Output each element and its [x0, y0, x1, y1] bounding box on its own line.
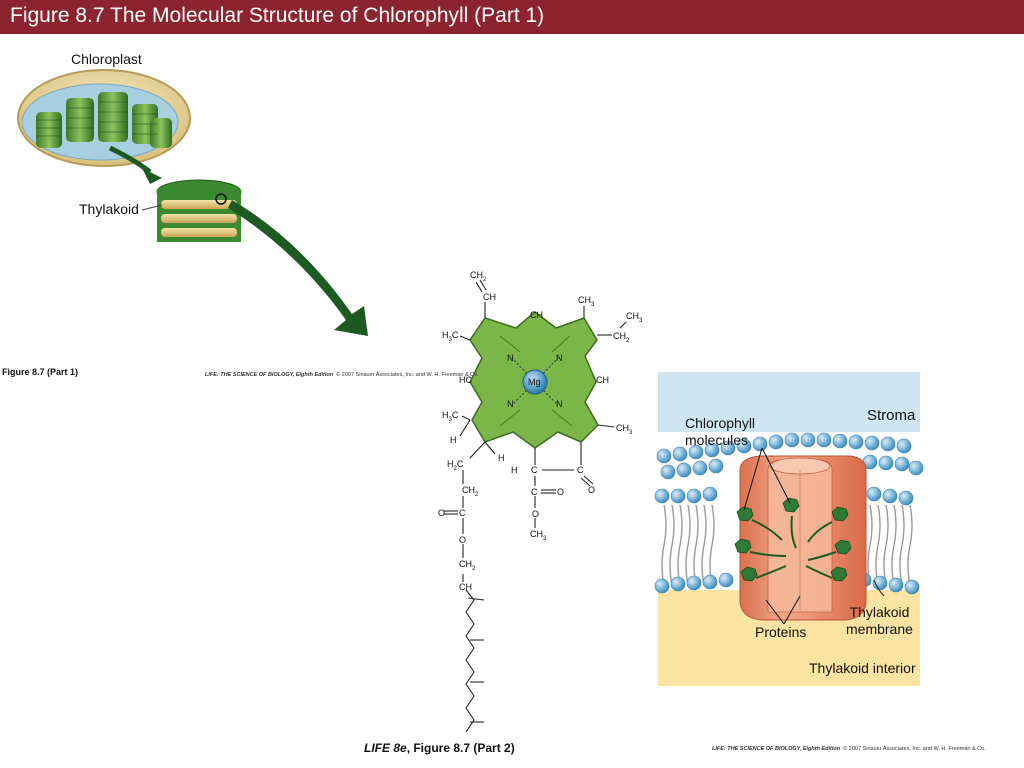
svg-text:HC: HC: [459, 375, 472, 385]
svg-text:C: C: [531, 487, 538, 497]
svg-text:N: N: [556, 399, 563, 409]
svg-text:CH3: CH3: [578, 295, 595, 308]
svg-text:H: H: [450, 435, 457, 445]
svg-text:N: N: [507, 353, 514, 363]
svg-text:O: O: [438, 508, 445, 518]
svg-text:CH2: CH2: [613, 331, 630, 344]
chlorophyll-tails: [749, 515, 837, 579]
lipid-tails: [661, 504, 913, 586]
svg-text:CH: CH: [530, 310, 543, 320]
svg-text:H: H: [511, 465, 518, 475]
svg-text:Mg: Mg: [528, 377, 541, 387]
chloroplast: [17, 69, 191, 167]
svg-text:CH2: CH2: [470, 270, 487, 283]
svg-text:CH: CH: [596, 375, 609, 385]
thylakoid-leader: [141, 204, 163, 211]
svg-text:H2C: H2C: [447, 459, 464, 472]
svg-text:C: C: [577, 465, 584, 475]
chloroplast-label: Chloroplast: [71, 51, 142, 67]
svg-text:CH3: CH3: [626, 311, 643, 324]
chlorophyll-molecule: CH2 CH CH3 CH3 CH2 CH H3C N N HC CH Mg N…: [438, 270, 643, 733]
leader-lines: [743, 447, 885, 625]
svg-text:O: O: [588, 485, 595, 495]
lipid-heads: [654, 432, 924, 595]
svg-text:C: C: [531, 465, 538, 475]
svg-text:O: O: [532, 509, 539, 519]
svg-text:CH: CH: [483, 292, 496, 302]
arrow-to-thylakoid: [108, 145, 152, 174]
svg-text:O: O: [459, 535, 466, 545]
part1-caption: Figure 8.7 (Part 1): [2, 367, 79, 377]
thylakoid-interior-label: Thylakoid interior: [809, 660, 916, 676]
slide-title: Figure 8.7 The Molecular Structure of Ch…: [10, 4, 545, 27]
svg-text:CH2: CH2: [462, 485, 479, 498]
svg-text:CH3: CH3: [530, 529, 547, 542]
svg-text:CH2: CH2: [459, 559, 476, 572]
svg-text:N: N: [556, 353, 563, 363]
chlorophyll-molecules: [734, 497, 852, 582]
thylakoid-membrane-label: Thylakoid membrane: [846, 604, 913, 637]
arrow-to-molecule: [228, 200, 368, 336]
chlorophyll-molecules-label: Chlorophyll molecules: [685, 415, 756, 448]
figure-footer: LIFE 8e, Figure 8.7 (Part 2): [364, 741, 515, 755]
svg-text:CH: CH: [459, 582, 472, 592]
svg-text:O: O: [557, 487, 564, 497]
part1-credit: LIFE: THE SCIENCE OF BIOLOGY, Eighth Edi…: [205, 372, 479, 378]
svg-text:CH3: CH3: [616, 423, 633, 436]
zoom-circle: [215, 193, 227, 205]
protein-complex: [739, 455, 867, 621]
svg-text:H3C: H3C: [442, 410, 459, 423]
title-bar: Figure 8.7 The Molecular Structure of Ch…: [0, 0, 1024, 34]
thylakoid-label: Thylakoid: [79, 201, 139, 217]
magnesium-atom: [522, 369, 548, 395]
grana-stacks: [36, 92, 172, 148]
svg-text:N: N: [507, 399, 514, 409]
svg-text:H3C: H3C: [442, 330, 459, 343]
stroma-label: Stroma: [867, 407, 916, 424]
part2-credit: LIFE: THE SCIENCE OF BIOLOGY, Eighth Edi…: [712, 746, 986, 752]
membrane-illustration: [654, 372, 924, 686]
svg-text:C: C: [459, 508, 466, 518]
thylakoid-stack: [156, 179, 242, 242]
proteins-label: Proteins: [755, 624, 807, 640]
svg-text:H: H: [498, 453, 505, 463]
